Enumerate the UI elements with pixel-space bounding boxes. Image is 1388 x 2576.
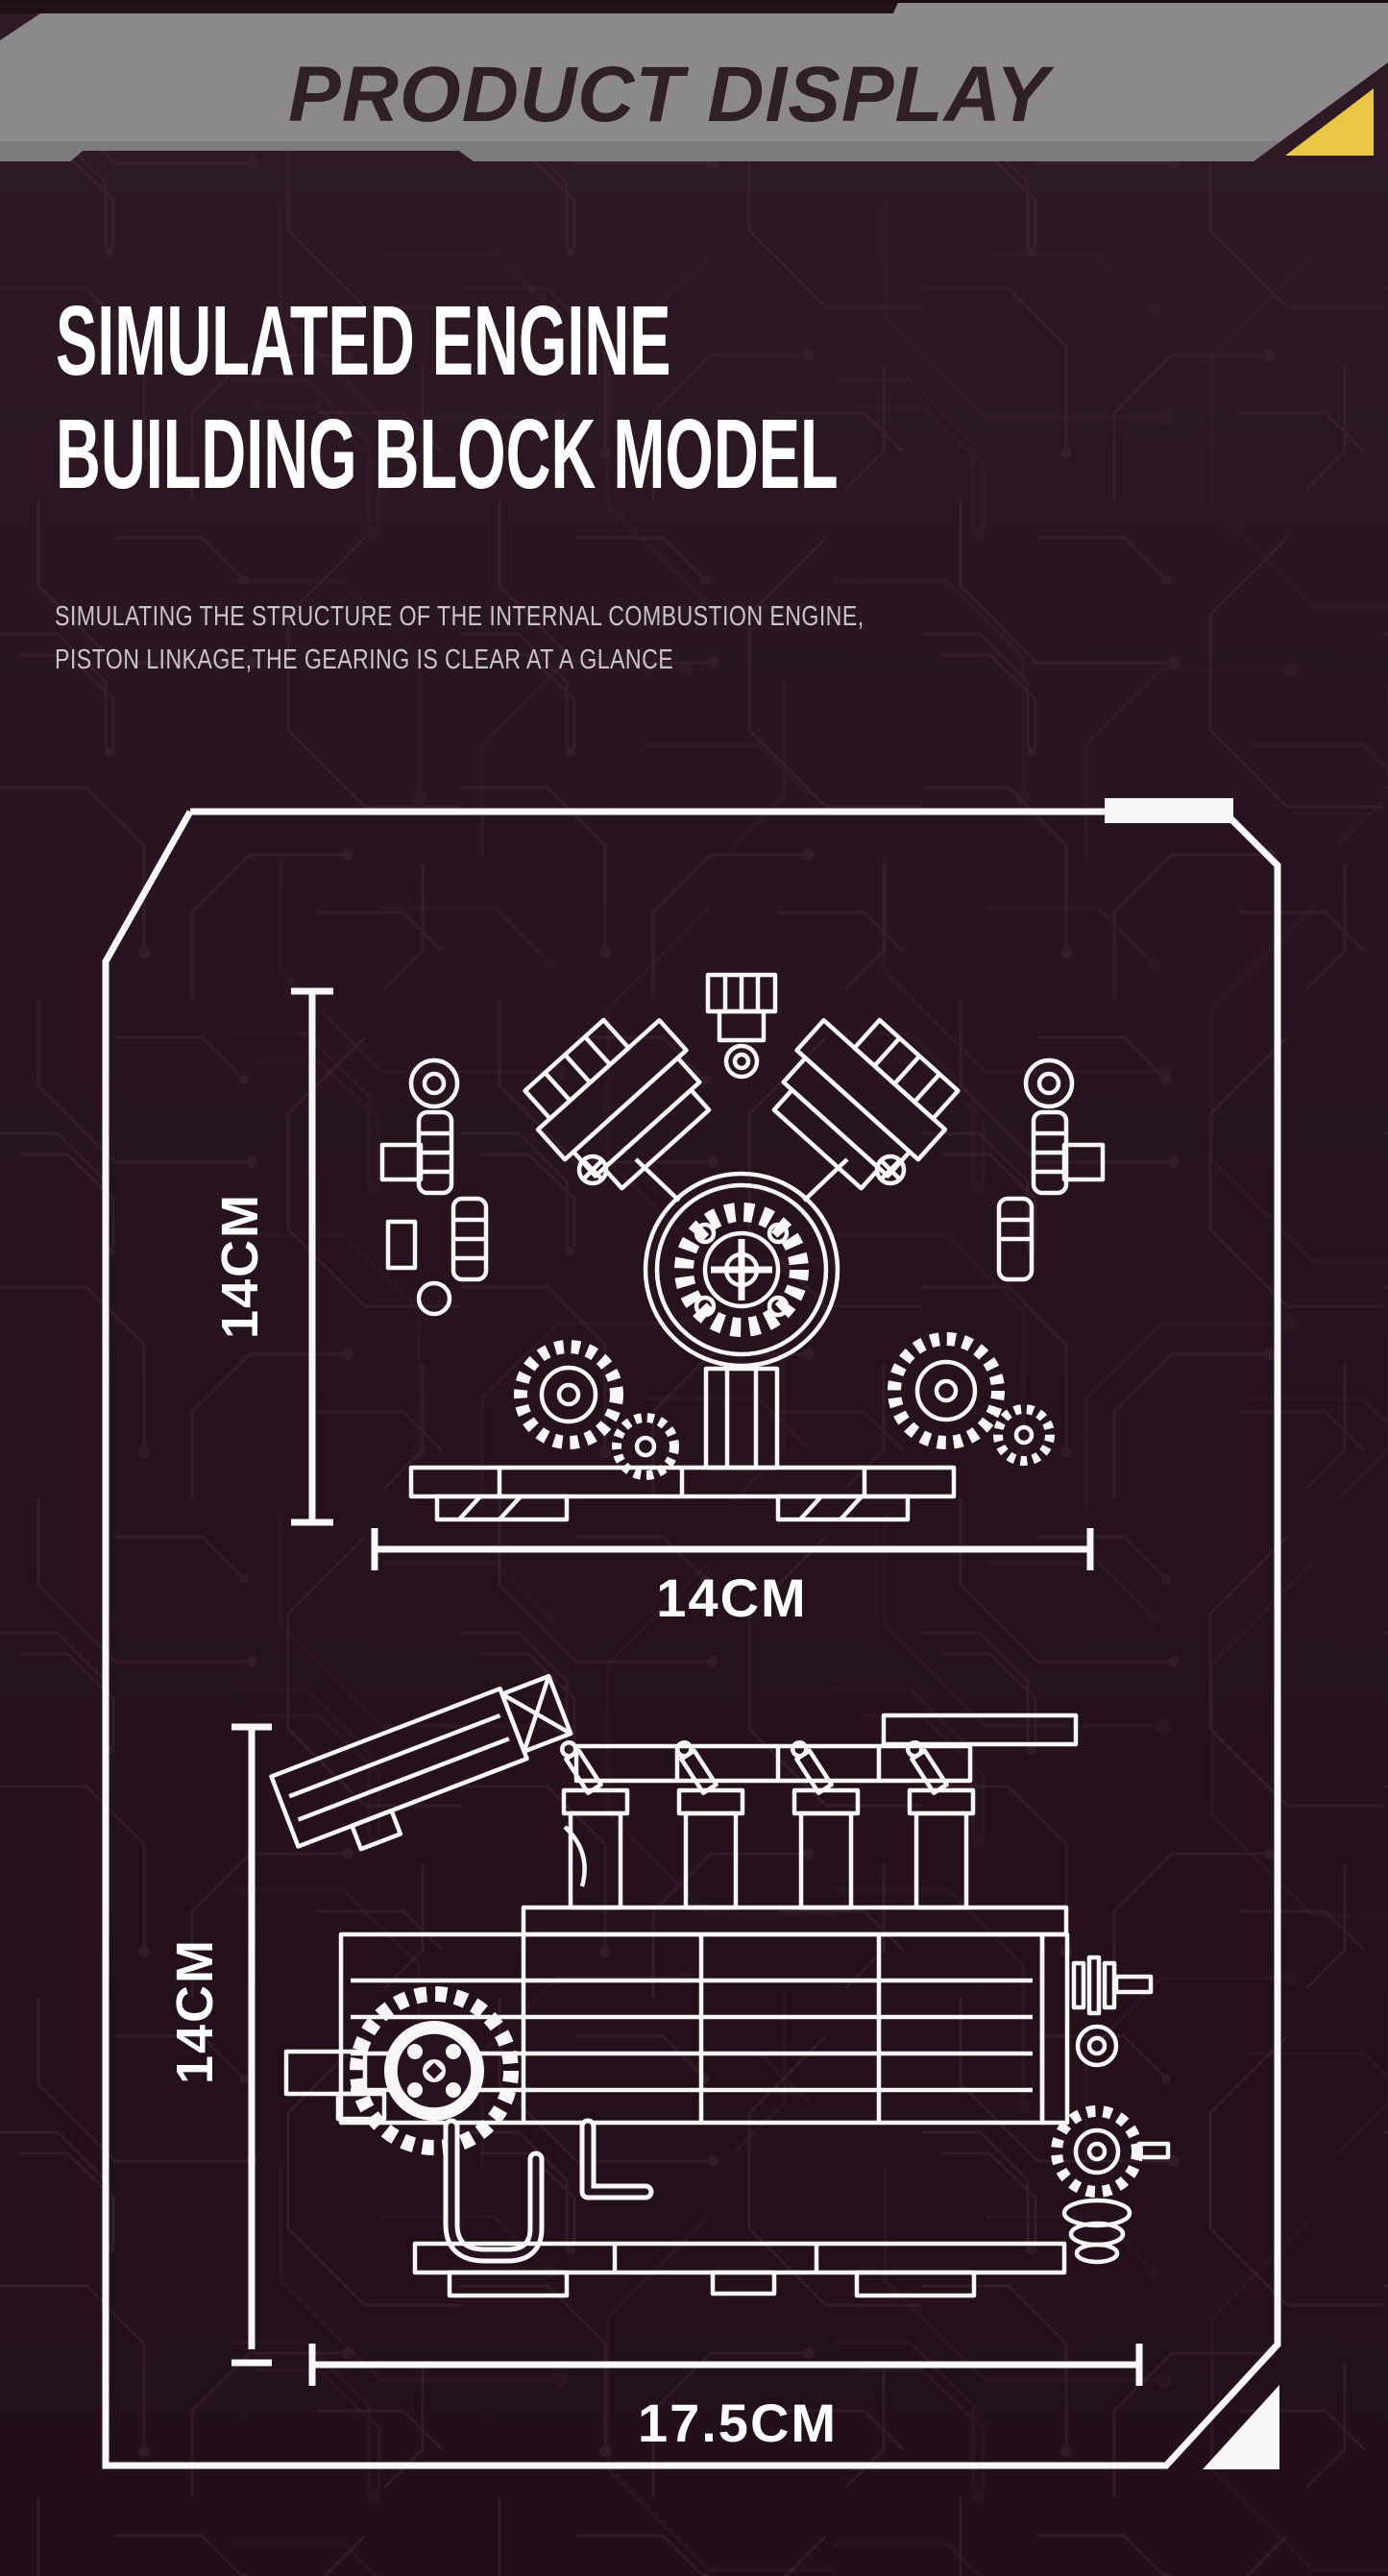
engine-top-width-label: 14CM — [656, 1567, 807, 1628]
page-subtitle-line1: SIMULATING THE STRUCTURE OF THE INTERNAL… — [55, 601, 864, 632]
page-title-line1: SIMULATED ENGINE — [56, 285, 671, 396]
engine-bottom-height-dimension-line — [231, 1723, 272, 2367]
banner-bottom-edge — [0, 141, 1280, 161]
page-title-line2: BUILDING BLOCK MODEL — [56, 399, 839, 509]
engine-bottom-dimensions: 14CM 17.5CM — [166, 1723, 1143, 2453]
display-frame — [102, 798, 1281, 2469]
banner-top-bar — [0, 0, 899, 13]
banner-title: PRODUCT DISPLAY — [288, 51, 1050, 138]
engine-top-dimensions: 14CM 14CM — [211, 987, 1094, 1628]
white-corner-triangle-icon — [1203, 2385, 1279, 2469]
yellow-corner-triangle-icon — [1285, 88, 1374, 156]
top-edge-line — [0, 0, 1388, 3]
inline-engine-side-view-drawing — [269, 1673, 1171, 2298]
engine-top-height-label: 14CM — [211, 1193, 269, 1339]
engine-bottom-width-label: 17.5CM — [638, 2393, 838, 2453]
page-subtitle-line2: PISTON LINKAGE,THE GEARING IS CLEAR AT A… — [55, 644, 674, 675]
page-subtitle: SIMULATING THE STRUCTURE OF THE INTERNAL… — [55, 595, 1066, 682]
banner-gray-plate — [0, 0, 1388, 161]
engine-top-height-dimension-line — [291, 987, 333, 1526]
engine-top-width-dimension-line — [371, 1528, 1094, 1570]
header-banner — [0, 0, 1388, 161]
page-title: SIMULATED ENGINE BUILDING BLOCK MODEL — [56, 284, 1298, 511]
engine-bottom-width-dimension-line — [308, 2344, 1143, 2386]
engine-bottom-height-label: 14CM — [166, 1938, 224, 2084]
v-engine-front-view-drawing — [379, 972, 1106, 1522]
